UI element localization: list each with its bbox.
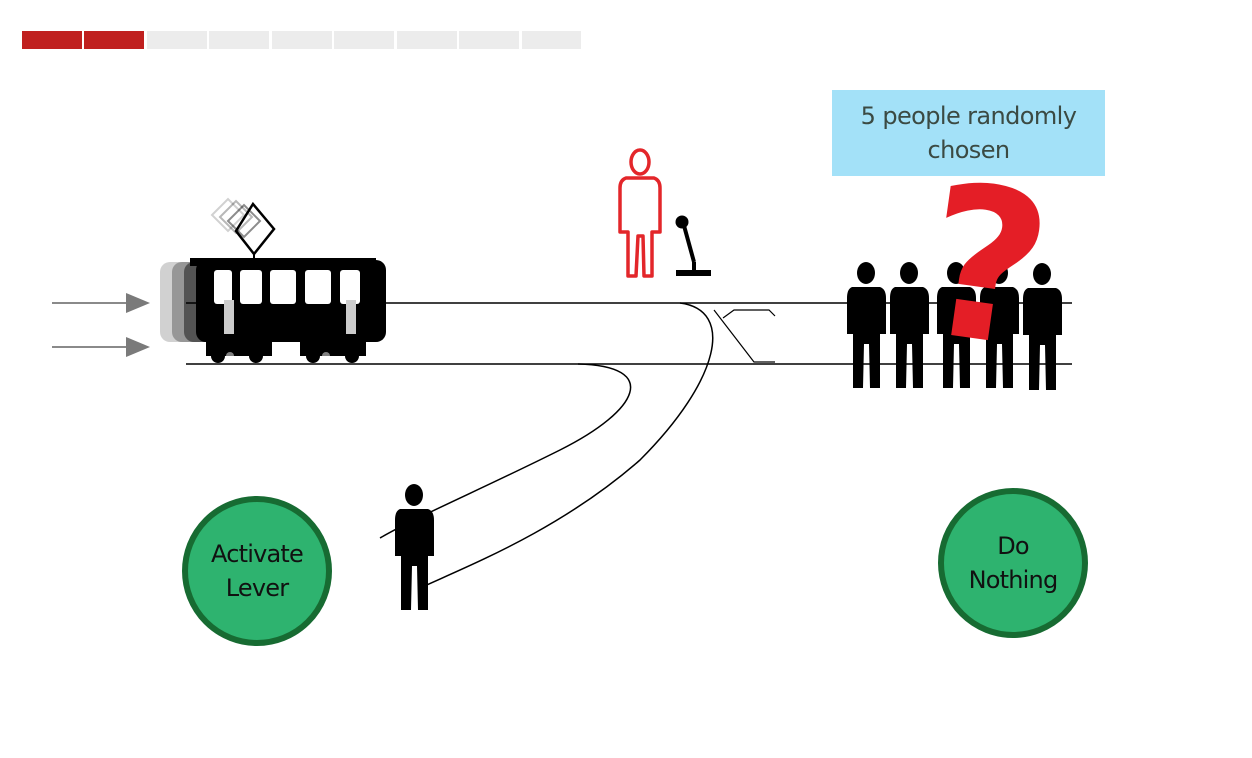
- person-icon: [890, 262, 929, 388]
- people-group: [847, 262, 1062, 390]
- progress-segment-complete: [22, 31, 82, 49]
- info-label: 5 people randomly chosen: [832, 90, 1105, 176]
- operator-person-icon: [618, 148, 662, 278]
- lever-icon: [675, 215, 711, 276]
- progress-segment-remaining: [334, 31, 395, 49]
- progress-bar: [22, 31, 584, 49]
- person-icon: [937, 262, 976, 388]
- tram-icon: [160, 197, 386, 363]
- progress-segment-remaining: [271, 31, 332, 49]
- activate-lever-label: Activate Lever: [211, 540, 304, 602]
- do-nothing-button[interactable]: Do Nothing: [938, 488, 1088, 638]
- progress-segment-remaining: [396, 31, 457, 49]
- person-icon: [980, 262, 1019, 388]
- progress-segment-remaining: [521, 31, 582, 49]
- progress-segment-remaining: [459, 31, 519, 49]
- do-nothing-label: Do Nothing: [968, 532, 1059, 594]
- progress-segment-remaining: [209, 31, 270, 49]
- person-icon: [1023, 263, 1062, 390]
- progress-segment-complete: [84, 31, 145, 49]
- person-icon: [395, 484, 434, 610]
- info-label-text: 5 people randomly chosen: [860, 102, 1077, 164]
- track-switch-icon: [713, 309, 776, 363]
- person-icon: [847, 262, 886, 388]
- activate-lever-button[interactable]: Activate Lever: [182, 496, 332, 646]
- motion-arrow-icon: [52, 293, 150, 357]
- progress-segment-remaining: [146, 31, 207, 49]
